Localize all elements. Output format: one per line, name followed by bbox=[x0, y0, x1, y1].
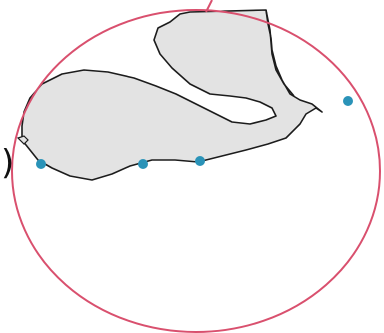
islet-west bbox=[16, 135, 29, 145]
marker-site-west[interactable] bbox=[36, 159, 46, 169]
marker-site-center-right[interactable] bbox=[195, 156, 205, 166]
landmass bbox=[21, 9, 323, 181]
map-boundary-circle bbox=[11, 9, 381, 333]
marker-site-east-offshore[interactable] bbox=[343, 96, 353, 106]
edge-parenthesis-text: ) bbox=[1, 143, 15, 183]
marker-site-center-left[interactable] bbox=[138, 159, 148, 169]
top-pointer-line bbox=[205, 0, 213, 13]
inner-coastline bbox=[265, 9, 295, 97]
